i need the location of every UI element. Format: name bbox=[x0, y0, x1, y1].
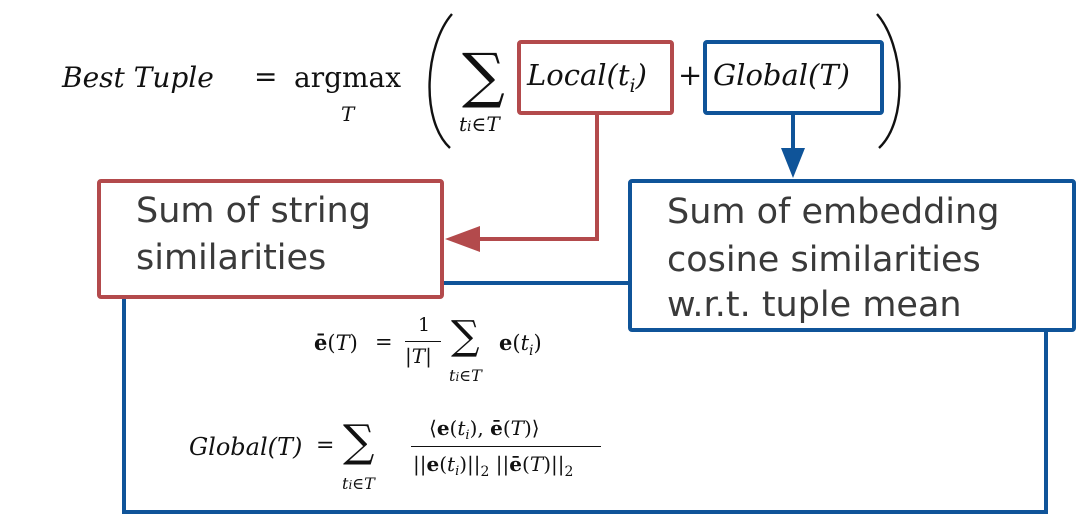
global-description-line-1: Sum of embedding bbox=[667, 192, 1000, 232]
left-paren-icon bbox=[428, 13, 453, 149]
mean-embedding-lhs: ē(T) bbox=[314, 330, 358, 355]
local-term: Local(ti) bbox=[527, 58, 647, 97]
right-paren-icon bbox=[876, 13, 901, 149]
argmax-subscript: T bbox=[341, 102, 355, 126]
summation-icon: ∑ bbox=[462, 41, 505, 111]
global-fraction-numerator: ⟨e(ti), ē(T)⟩ bbox=[429, 416, 540, 443]
argmax-operator: argmax bbox=[294, 61, 402, 94]
global-sum-subscript: ti∈T bbox=[342, 474, 375, 493]
local-description-box bbox=[97, 179, 444, 299]
global-description-line-3: w.r.t. tuple mean bbox=[667, 285, 962, 325]
global-term: Global(T) bbox=[713, 58, 850, 92]
best-tuple-label: Best Tuple bbox=[62, 61, 214, 94]
plus-sign: + bbox=[678, 58, 703, 92]
mean-embedding-term: e(ti) bbox=[499, 330, 542, 359]
local-description-line-2: similarities bbox=[136, 238, 327, 278]
global-detail-frame bbox=[122, 296, 1048, 514]
global-arrowhead-icon bbox=[781, 148, 805, 178]
mean-fraction-numerator: 1 bbox=[418, 314, 431, 336]
mean-sum-subscript: ti∈T bbox=[449, 366, 482, 385]
global-formula-lhs: Global(T) bbox=[189, 433, 303, 461]
global-description-line-2: cosine similarities bbox=[667, 240, 981, 280]
mean-summation-icon: ∑ bbox=[451, 313, 480, 359]
sum-subscript: ti∈T bbox=[459, 112, 500, 136]
local-arrowhead-icon bbox=[445, 226, 480, 252]
local-description-line-1: Sum of string bbox=[136, 191, 371, 231]
mean-fraction-denominator: |T| bbox=[405, 344, 432, 368]
main-equals-sign: = bbox=[254, 60, 278, 93]
global-equals-sign: = bbox=[316, 433, 335, 458]
local-connector-line bbox=[478, 113, 599, 241]
global-summation-icon: ∑ bbox=[343, 416, 375, 467]
mean-equals-sign: = bbox=[375, 330, 393, 354]
global-fraction-denominator: ||e(ti)||2 ||ē(T)||2 bbox=[413, 452, 574, 480]
mean-fraction-bar bbox=[405, 341, 441, 343]
global-fraction-bar bbox=[411, 446, 601, 448]
global-description-box bbox=[628, 179, 1076, 332]
